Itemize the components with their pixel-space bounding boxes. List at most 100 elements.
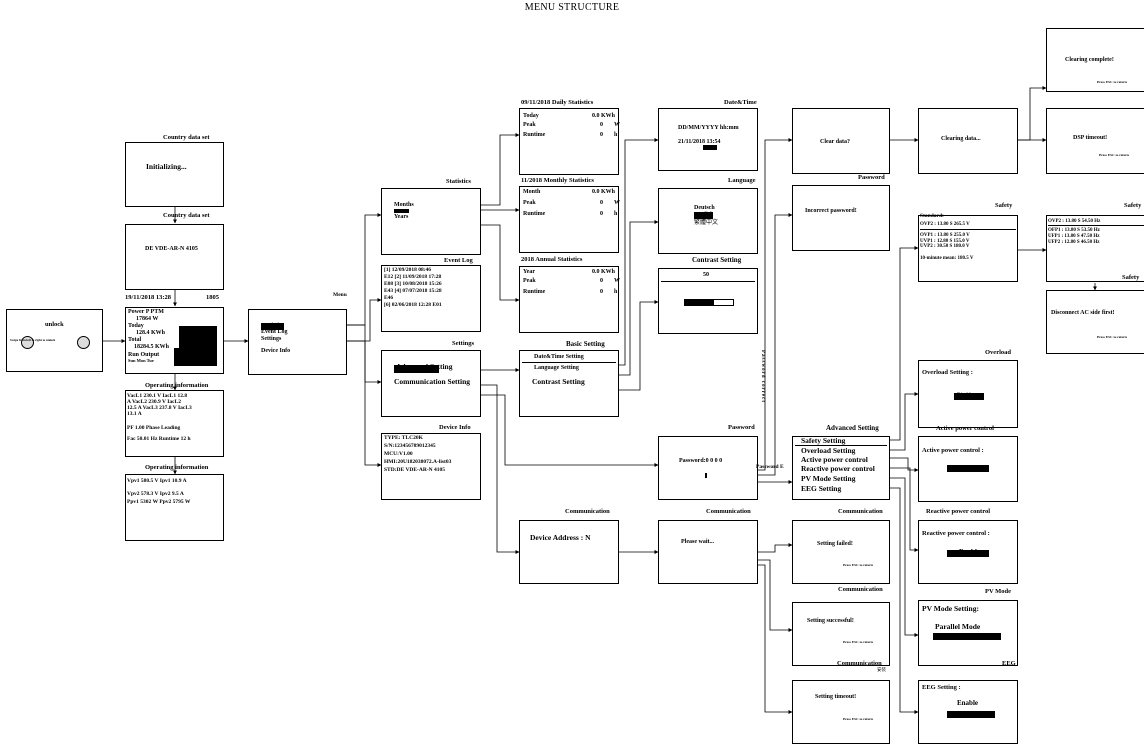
- daily-peak-value: 0: [600, 122, 603, 128]
- safety2-row-1: OVP2 : 13.80 S 54.50 Hz: [1048, 219, 1101, 224]
- annual-stats-label: 2018 Annual Statistics: [521, 256, 583, 263]
- adv-item-active-power[interactable]: Active power control: [801, 455, 868, 464]
- lock-icon[interactable]: [21, 336, 34, 349]
- settings-item-advanced[interactable]: Advanced Setting: [396, 362, 453, 371]
- daily-runtime-unit: h: [614, 132, 618, 138]
- clearing-complete-screen: Clearing complete! Press ESC to return: [1046, 28, 1144, 92]
- home-total-label: Total: [128, 337, 142, 343]
- disconnect-screen: Disconnect AC side first! Press ESC to r…: [1046, 290, 1144, 354]
- monthly-peak-label: Peak: [523, 200, 536, 206]
- active-power-label: Active power control: [936, 425, 994, 432]
- safety-label: Safety: [995, 202, 1013, 209]
- country-data-screen-2: DE VDE-AR-N 4105: [125, 224, 224, 290]
- device-type: TYPE: TLC20K: [384, 435, 423, 441]
- dsp-timeout-text: DSP timeout!: [1073, 135, 1108, 141]
- basic-item-contrast[interactable]: Contrast Setting: [532, 377, 585, 386]
- home-week-label: Sun Mon Tue: [128, 358, 154, 363]
- language-label: Language: [728, 177, 756, 184]
- failed-comm-label: Communication: [838, 508, 883, 515]
- daily-runtime-value: 0: [600, 132, 603, 138]
- clearing-data-screen: Clearing data...: [918, 108, 1018, 174]
- incorrect-password-text: Incorrect password!: [805, 208, 857, 214]
- adv-item-safety[interactable]: Safety Setting: [801, 436, 846, 445]
- op1-line-6: Fac 50.01 Hz Runtime 12 h: [127, 436, 191, 442]
- annual-runtime-value: 0: [600, 289, 603, 295]
- contrast-divider: [661, 281, 755, 282]
- stats-item-years[interactable]: Years: [394, 214, 409, 220]
- adv-item-reactive-power[interactable]: Reactive power control: [801, 464, 875, 473]
- monthly-runtime-unit: h: [614, 211, 618, 217]
- complete-esc-hint: Press ESC to return: [1097, 80, 1127, 84]
- overload-screen: Overload Setting : Disable: [918, 360, 1018, 428]
- home-output-label: Run Output: [128, 352, 160, 358]
- lang-chinese[interactable]: 繁體中文: [694, 220, 719, 226]
- device-hmi: HMI:20U182038072.A-list03: [384, 459, 452, 465]
- adv-item-eeg[interactable]: EEG Setting: [801, 484, 842, 493]
- menu-item-statistics[interactable]: Statistics: [261, 323, 284, 330]
- password-field[interactable]: Password:0 0 0 0: [679, 458, 723, 464]
- safety-row-uvp1: UVP1 : 12.80 S 155.0 V: [920, 239, 970, 244]
- country-data-screen-1: Initializing...: [125, 142, 224, 207]
- basic-setting-label: Basic Setting: [566, 340, 605, 348]
- daily-stats-label: 09/11/2018 Daily Statistics: [521, 99, 594, 106]
- pv-mode-value[interactable]: Parallel Mode: [935, 622, 981, 631]
- datetime-value[interactable]: 21/11/2018 13:54: [678, 139, 721, 145]
- eeg-text: EEG Setting :: [922, 684, 961, 691]
- lang-english[interactable]: English: [694, 212, 714, 219]
- home-number: 1805: [206, 294, 219, 301]
- contrast-slider[interactable]: [684, 299, 734, 306]
- timeout-comm-label: Communication: [837, 660, 882, 667]
- advanced-divider: [795, 445, 887, 446]
- safety2-label: Safety: [1124, 202, 1142, 209]
- home-total-value: 18284.5 KWh: [134, 344, 170, 350]
- failed-esc-hint: Press ESC to return: [843, 563, 873, 567]
- please-wait-text: Please wait...: [681, 539, 714, 545]
- monthly-runtime-label: Runtime: [523, 211, 546, 217]
- statistics-label: Statistics: [446, 178, 471, 185]
- home-today-value: 128.4 KWh: [136, 330, 166, 336]
- menu-item-event-log[interactable]: Event Log: [261, 329, 288, 335]
- device-serial: S/N:123456789012345: [384, 443, 436, 449]
- menu-item-settings[interactable]: Settings: [261, 336, 282, 342]
- overload-value[interactable]: Disable: [957, 393, 973, 398]
- basic-setting-screen: Date&Time Setting Language Setting Contr…: [519, 350, 619, 417]
- daily-peak-unit: W: [614, 122, 620, 128]
- stats-item-months[interactable]: Months: [394, 202, 414, 208]
- eeg-value-block: [947, 711, 995, 718]
- home-screen: Power P PTM 17864 W Today 128.4 KWh Tota…: [125, 307, 224, 374]
- daily-runtime-label: Runtime: [523, 132, 546, 138]
- menu-item-device-info[interactable]: Device Info: [261, 348, 291, 354]
- operating-info-screen-1: VacL1 230.1 V IacL1 12.8 A VacL2 230.9 V…: [125, 390, 224, 457]
- pv-mode-screen: PV Mode Setting: Parallel Mode: [918, 600, 1018, 666]
- unlock-icon[interactable]: [77, 336, 90, 349]
- unlock-hint: Swipe from left to right to unlock: [10, 338, 56, 342]
- basic-item-language[interactable]: Language Setting: [534, 365, 579, 371]
- reactive-power-value[interactable]: Enable: [959, 548, 981, 556]
- comm-wait-screen: Please wait...: [658, 520, 758, 584]
- settings-screen: Advanced Setting Communication Setting: [381, 350, 481, 417]
- overload-label: Overload: [985, 349, 1011, 356]
- setting-failed-text: Setting failed!: [817, 541, 853, 547]
- eeg-value[interactable]: Enable: [957, 699, 979, 707]
- event-row-3: E08 [3] 10/08/2018 15:26: [384, 281, 442, 287]
- incorrect-password-label: Password: [858, 174, 885, 181]
- adv-item-overload[interactable]: Overload Setting: [801, 446, 856, 455]
- safety-mean: 10-minute mean: 180.5 V: [920, 256, 974, 261]
- settings-item-communication[interactable]: Communication Setting: [394, 377, 471, 386]
- password-cursor: [705, 473, 707, 478]
- lang-deutsch[interactable]: Deutsch: [694, 205, 715, 211]
- event-row-4: E43 [4] 07/07/2018 15:28: [384, 288, 442, 294]
- adv-item-pv-mode[interactable]: PV Mode Setting: [801, 474, 856, 483]
- safety-row-uvp2: UVP2 : 30.50 S 180.0 V: [920, 244, 970, 249]
- monthly-month-value: 0.0 KWh: [592, 189, 616, 195]
- basic-item-datetime[interactable]: Date&Time Setting: [534, 354, 584, 360]
- comm-setting-label: Communication: [565, 508, 610, 515]
- event-log-screen: [1] 12/09/2018 08:46 E12 [2] 11/09/2018 …: [381, 265, 481, 332]
- home-power-label: Power P PTM: [128, 309, 164, 315]
- country-label-1: Country data set: [163, 134, 210, 141]
- active-power-value[interactable]: Enable: [959, 464, 981, 472]
- monthly-stats-screen: Month 0.0 KWh Peak 0 W Runtime 0 h: [519, 186, 620, 253]
- device-address[interactable]: Device Address : N: [530, 533, 591, 542]
- annual-runtime-label: Runtime: [523, 289, 546, 295]
- reactive-power-value-block: [947, 550, 989, 557]
